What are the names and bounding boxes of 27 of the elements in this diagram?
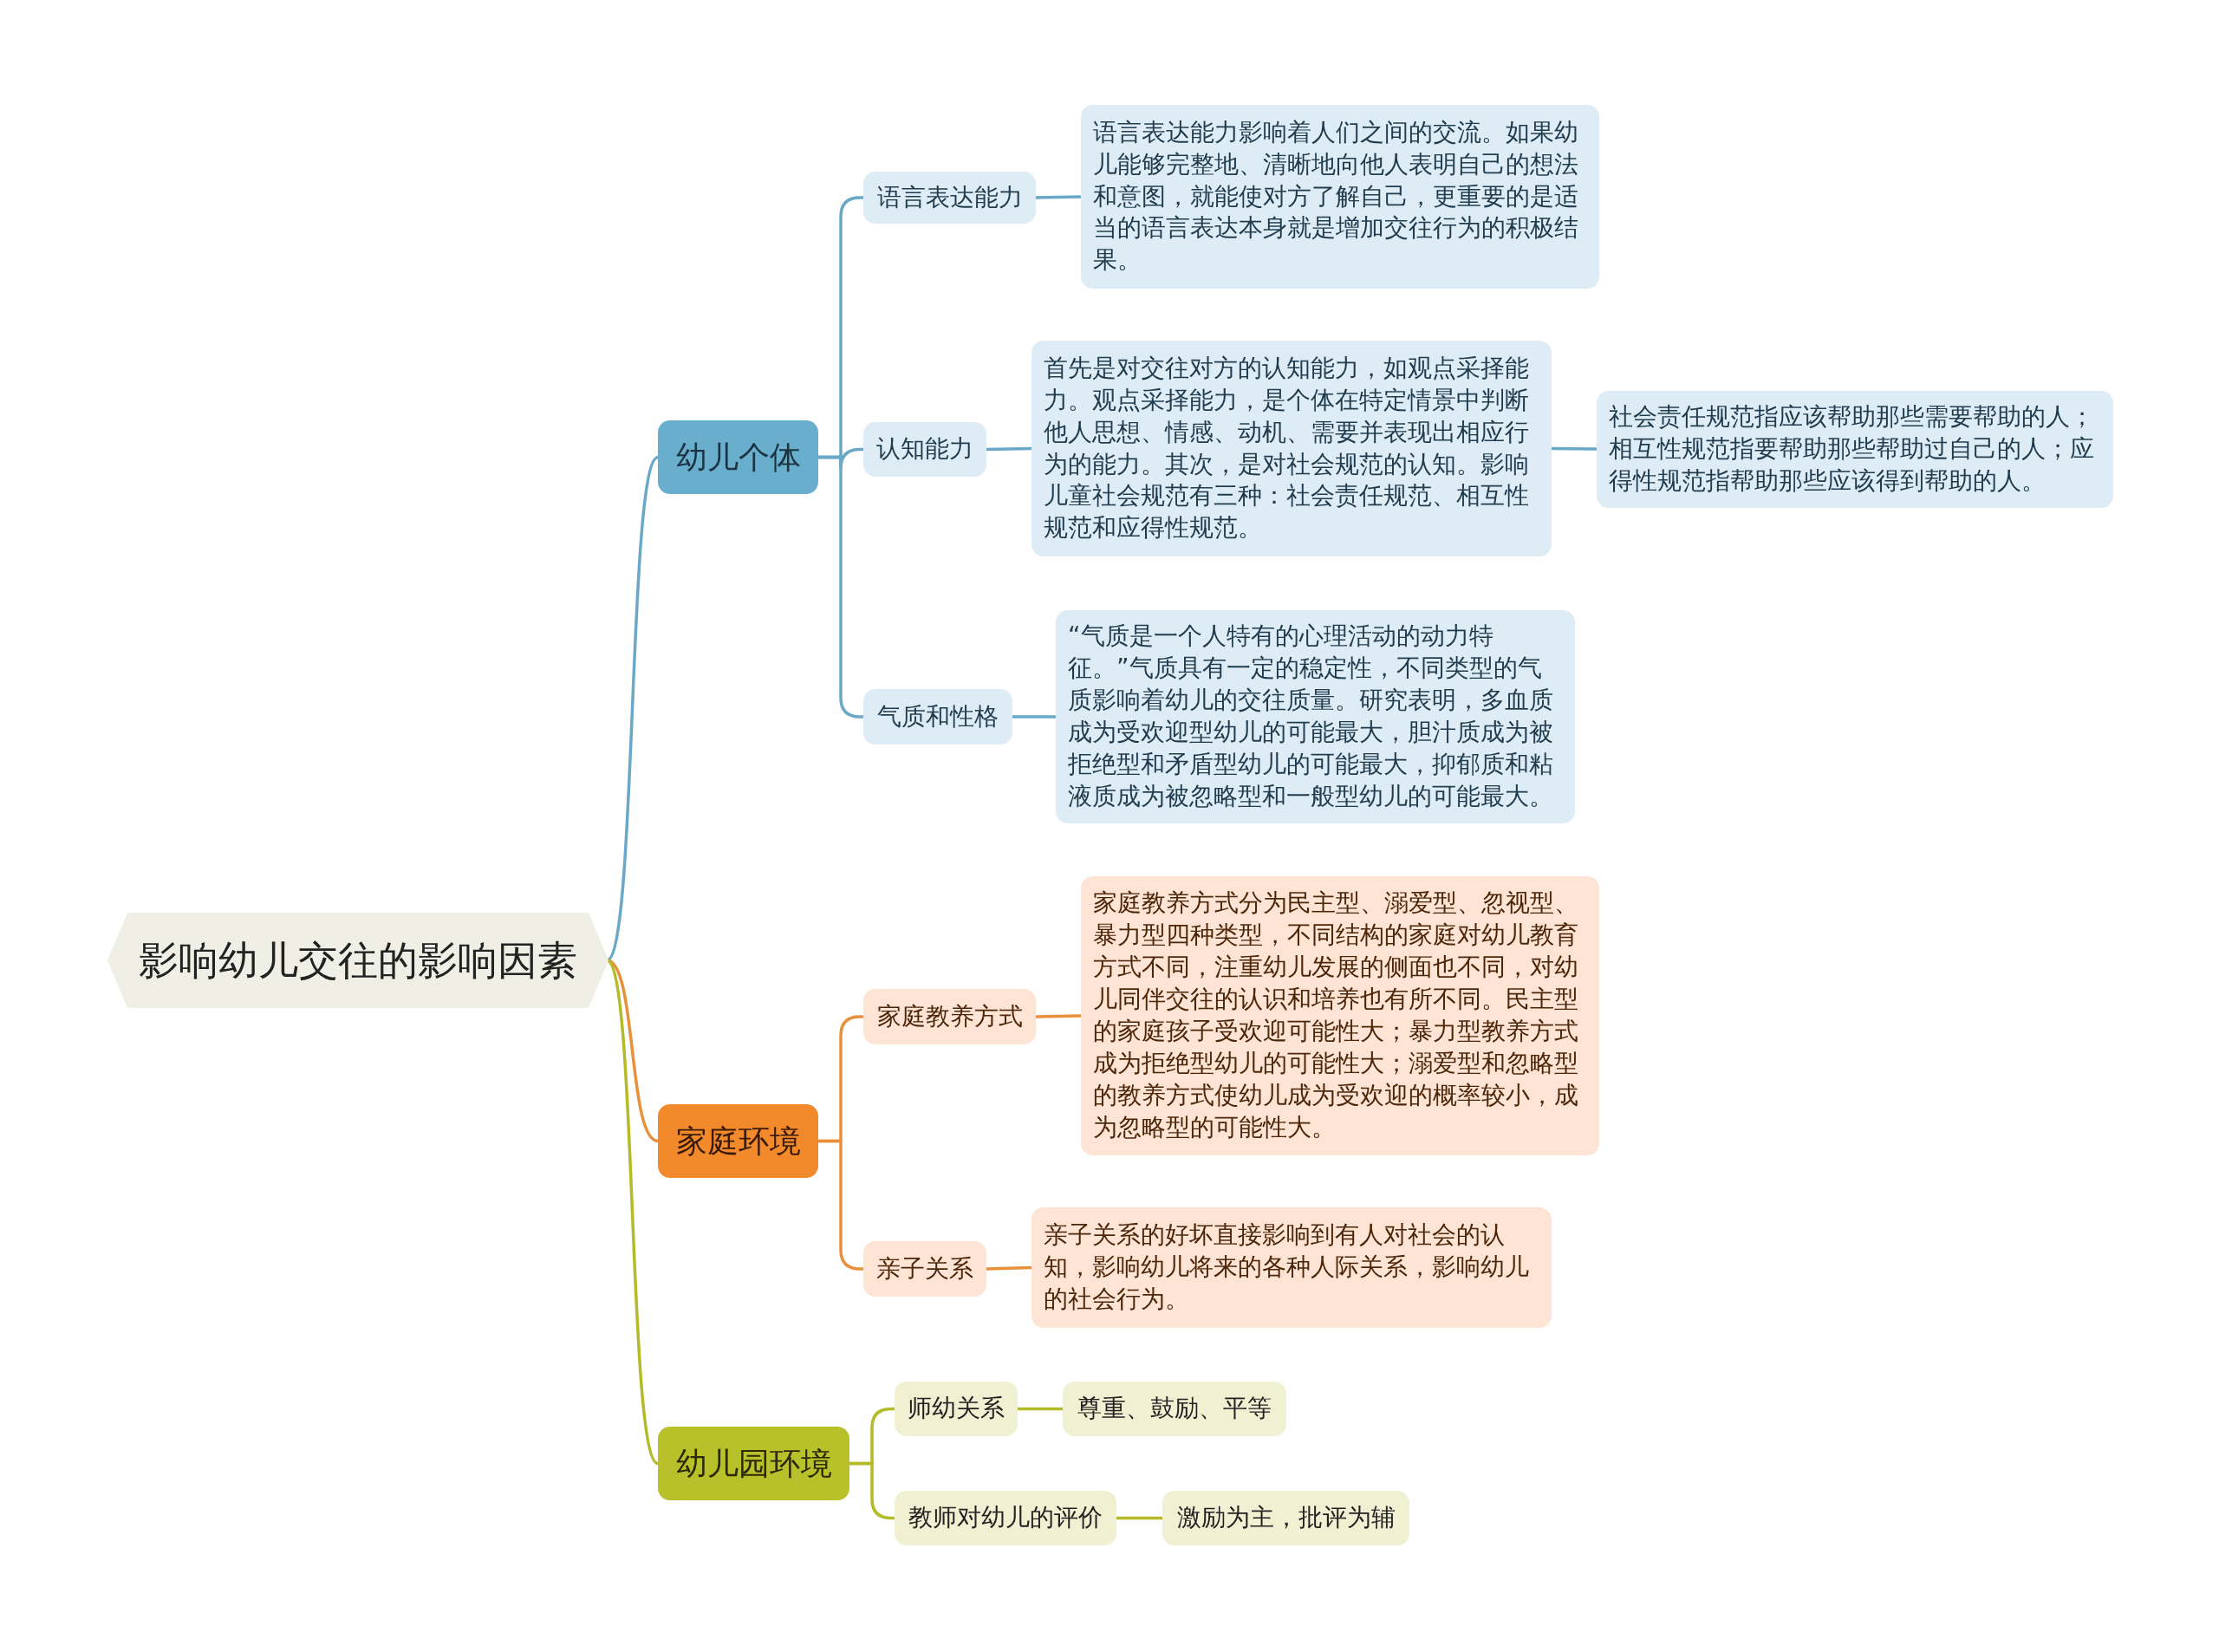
topic-box: 语言表达能力	[863, 172, 1036, 224]
note-box: 家庭教养方式分为民主型、溺爱型、忽视型、暴力型四种类型，不同结构的家庭对幼儿教育方式不同，注重幼儿发展的侧面也不同，对幼儿同伴交往的认识和培养也有所不同。民主型的家庭孩子受欢迎可能性大；暴力型教养方式成为拒绝型幼儿的可能性大；溺爱型和忽略型的教养方式使幼儿成为受欢迎的概率较小，成为忽略型的可能性大。	[1081, 876, 1599, 1155]
topic-box: 气质和性格	[863, 689, 1012, 745]
connector-line	[1116, 1516, 1162, 1520]
branch-box: 家庭环境	[658, 1104, 818, 1178]
connector-line	[1035, 1014, 1082, 1018]
note-box: 亲子关系的好坏直接影响到有人对社会的认知，影响幼儿将来的各种人际关系，影响幼儿的社会行为。	[1031, 1207, 1552, 1328]
central-topic-box: 影响幼儿交往的影响因素	[107, 913, 608, 1008]
topic-box: 亲子关系	[863, 1241, 986, 1297]
note-box: 社会责任规范指应该帮助那些需要帮助的人；相互性规范指要帮助那些帮助过自己的人；应得性规范指帮助那些应该得到帮助的人。	[1597, 391, 2113, 508]
topic-box: 激励为主，批评为辅	[1162, 1491, 1409, 1545]
branch-box: 幼儿园环境	[658, 1427, 849, 1500]
connector-line	[1035, 195, 1082, 199]
connector-line	[1012, 715, 1056, 719]
topic-box: 家庭教养方式	[863, 989, 1036, 1044]
note-box: “气质是一个人特有的心理活动的动力特征。”气质具有一定的稳定性，不同类型的气质影响着幼儿的交往质量。研究表明，多血质成为受欢迎型幼儿的可能最大，胆汁质成为被拒绝型和矛盾型幼儿的可能最大，抑郁质和粘液质成为被忽略型和一般型幼儿的可能最大。	[1056, 610, 1575, 823]
connector-line	[986, 446, 1032, 452]
topic-box: 教师对幼儿的评价	[895, 1491, 1116, 1545]
connector-line	[1018, 1407, 1063, 1411]
note-box: 语言表达能力影响着人们之间的交流。如果幼儿能够完整地、清晰地向他人表明自己的想法和意图，就能使对方了解自己，更重要的是适当的语言表达本身就是增加交往行为的积极结果。	[1081, 105, 1599, 289]
topic-box: 师幼关系	[895, 1382, 1018, 1436]
connector-line	[986, 1265, 1032, 1271]
connector-line	[1552, 446, 1597, 451]
topic-box: 认知能力	[863, 422, 986, 477]
topic-box: 尊重、鼓励、平等	[1063, 1382, 1286, 1436]
note-box: 首先是对交往对方的认知能力，如观点采择能力。观点采择能力，是个体在特定情景中判断他人思想、情感、动机、需要并表现出相应行为的能力。其次，是对社会规范的认知。影响儿童社会规范有三种：社会责任规范、相互性规范和应得性规范。	[1031, 341, 1552, 556]
branch-box: 幼儿个体	[658, 420, 818, 494]
